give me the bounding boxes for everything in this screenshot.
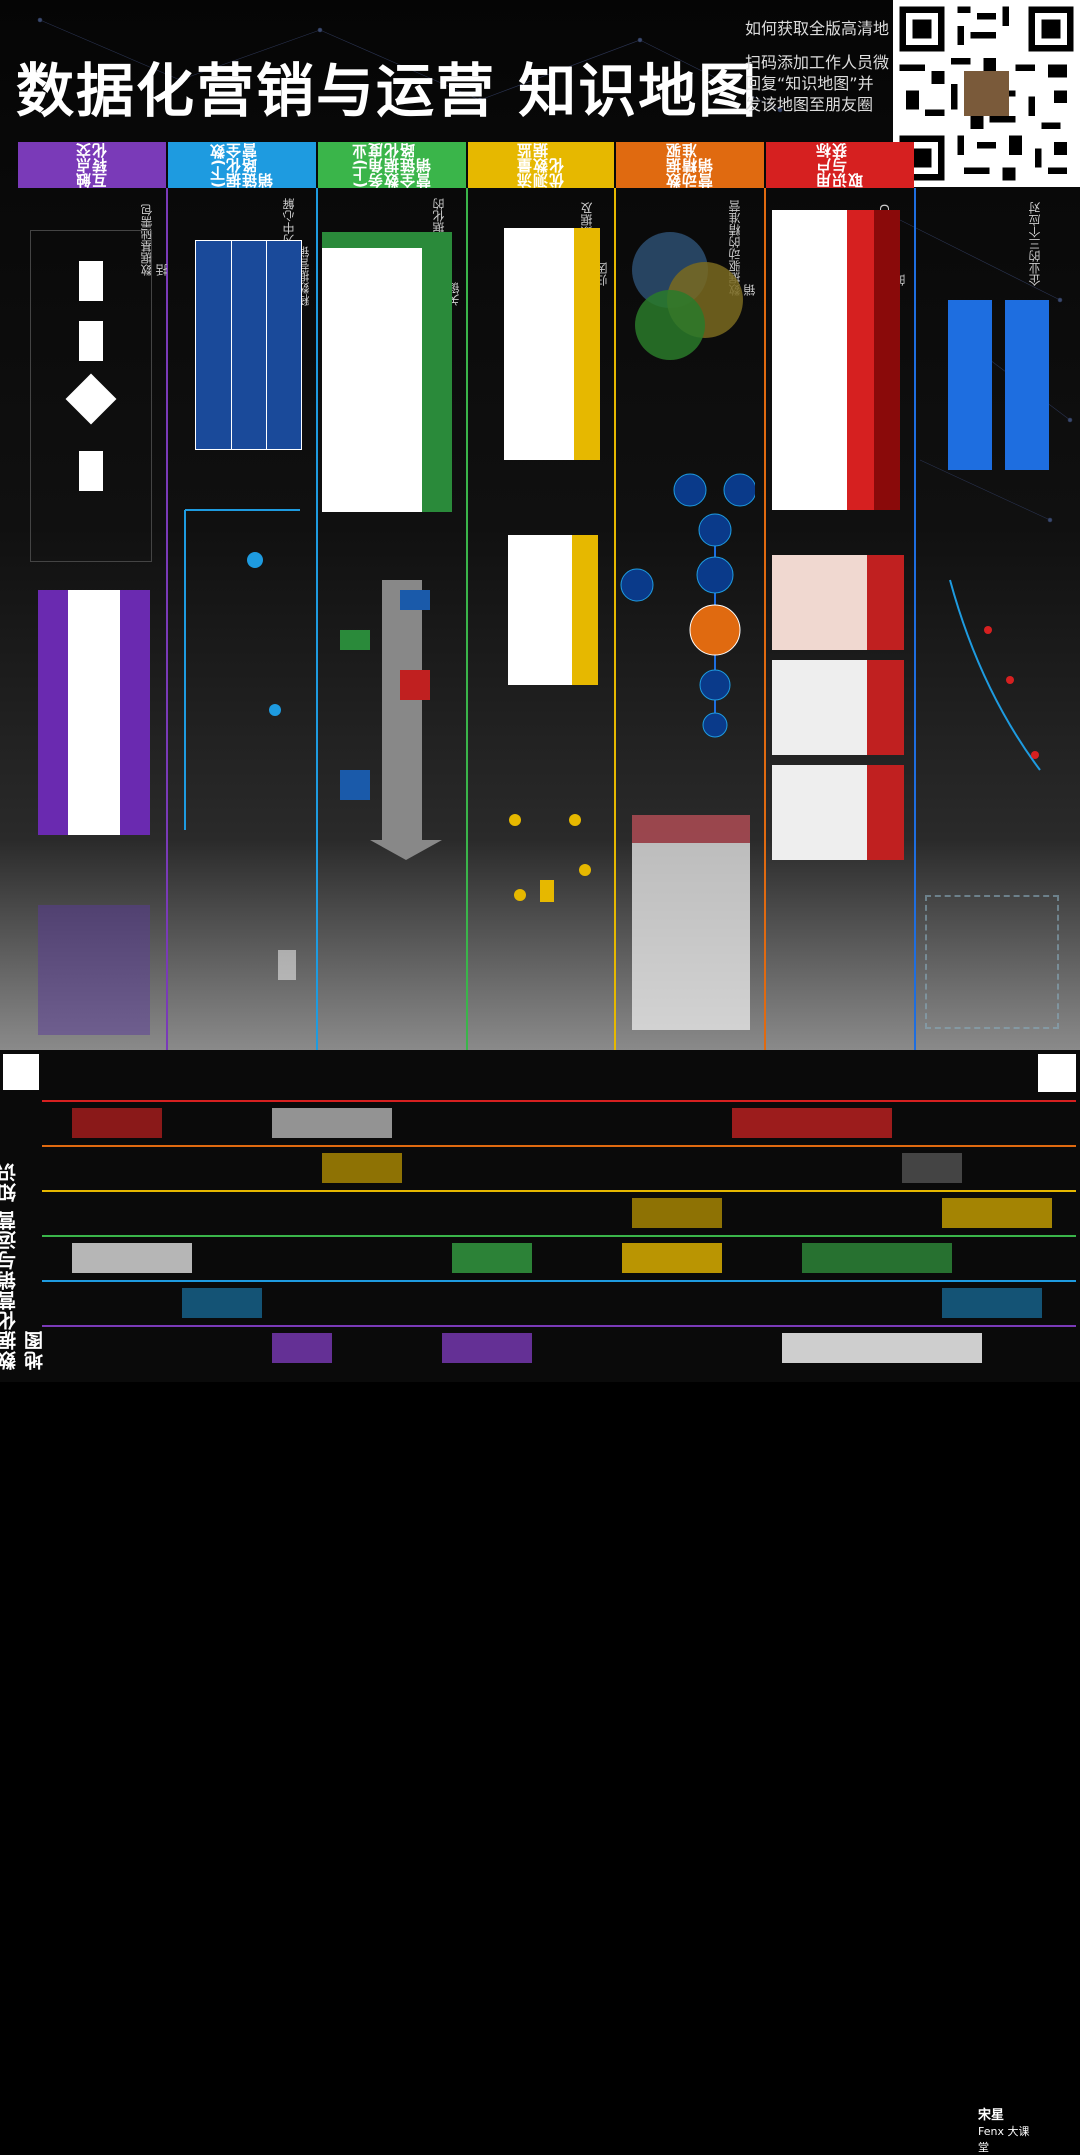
column-divider bbox=[166, 188, 168, 1050]
table-header bbox=[322, 232, 452, 248]
column-header-traffic: 流量监测数据优化 bbox=[468, 142, 614, 188]
table-header bbox=[572, 535, 598, 685]
notice-line-3: 回复“知识地图”并 bbox=[745, 74, 874, 93]
flow-node bbox=[79, 451, 103, 491]
thumbnail bbox=[442, 1333, 532, 1363]
column-divider bbox=[316, 188, 318, 1050]
business-table bbox=[322, 232, 452, 512]
flow-node bbox=[79, 321, 103, 361]
thumbnail bbox=[272, 1333, 332, 1363]
faded-table bbox=[38, 905, 150, 1035]
ecosystem-card bbox=[1005, 300, 1049, 470]
column-note: 企业的三个应对 bbox=[1028, 202, 1042, 286]
thumbnail bbox=[622, 1243, 722, 1273]
ecosystem-card bbox=[948, 300, 992, 470]
table-header bbox=[422, 232, 452, 512]
thumbnail-row bbox=[42, 1145, 1076, 1189]
thumbnail bbox=[942, 1198, 1052, 1228]
divider bbox=[231, 241, 232, 449]
column-header-fullchain-upper: (上)业务角度数据化全链路营销 bbox=[318, 142, 466, 188]
thumbnail-row bbox=[42, 1100, 1076, 1144]
qr-code-icon bbox=[893, 0, 1080, 187]
table-header bbox=[574, 228, 600, 460]
unionid-description bbox=[772, 660, 867, 755]
column-divider bbox=[614, 188, 616, 1050]
thumbnail-row bbox=[42, 1235, 1076, 1279]
thumbnail-overview: 宋星 Fenx 大课堂 数据化营销与运营 知识地图 bbox=[0, 1050, 1080, 2154]
thumbnail bbox=[452, 1243, 532, 1273]
timeline-diagram bbox=[184, 509, 300, 830]
trading-desk-table bbox=[632, 815, 750, 1030]
flow-node bbox=[79, 261, 103, 301]
notice-line-4: 发该地图至朋友圈 bbox=[745, 95, 874, 114]
thumbnail-row bbox=[42, 1325, 1076, 1369]
qr-instructions: 如何获取全版高清地 扫码添加工作人员微 回复“知识地图”并 发该地图至朋友圈 bbox=[745, 18, 910, 115]
id-comparison-cards bbox=[772, 555, 904, 860]
page-title: 数据化营销与运营 知识地图 bbox=[16, 57, 759, 125]
utm-table bbox=[508, 535, 598, 685]
thumbnail-row bbox=[42, 1280, 1076, 1324]
column-header-touchpoint: 触点交互转化 bbox=[18, 142, 166, 188]
notice-line-1: 如何获取全版高清地 bbox=[745, 19, 890, 38]
app-attribution-diagram bbox=[509, 814, 591, 902]
thumbnail bbox=[942, 1288, 1042, 1318]
adtech-ecosystem-diagram bbox=[620, 473, 755, 738]
qr-code-small-right[interactable] bbox=[1038, 1054, 1076, 1092]
network-background-graphic bbox=[37, 17, 1073, 523]
decision-node bbox=[65, 373, 117, 425]
side-title: 数据化营销与运营 知识地图 bbox=[0, 1162, 46, 1370]
thumbnail bbox=[182, 1288, 262, 1318]
venn-diagram bbox=[632, 232, 743, 360]
column-header-fullchain-lower: (下)数据化全链路营销 bbox=[168, 142, 316, 188]
column-header-user-id: 用户标识与获取 bbox=[766, 142, 914, 188]
column-divider bbox=[466, 188, 468, 1050]
qr-code[interactable] bbox=[893, 0, 1080, 187]
userid-description bbox=[772, 765, 867, 860]
matrix-table bbox=[195, 240, 302, 450]
notice-line-2: 扫码添加工作人员微 bbox=[745, 53, 890, 72]
table-header bbox=[847, 210, 874, 510]
brand-name: 宋星 bbox=[978, 2108, 1005, 2123]
flow-diagram bbox=[30, 230, 152, 562]
brand-sub: Fenx 大课堂 bbox=[978, 2125, 1030, 2154]
thumbnail bbox=[632, 1198, 722, 1228]
thumbnail bbox=[72, 1108, 162, 1138]
funnel-diagram bbox=[340, 580, 442, 860]
thumbnail-row bbox=[42, 1190, 1076, 1234]
trend-curve bbox=[949, 579, 1041, 771]
table-header bbox=[38, 590, 68, 835]
id-type-table bbox=[772, 210, 900, 510]
userid-card bbox=[867, 765, 904, 860]
thumbnail bbox=[272, 1108, 392, 1138]
info-table bbox=[38, 590, 150, 835]
column-divider bbox=[914, 188, 916, 1050]
faded-box bbox=[278, 950, 296, 980]
divider bbox=[266, 241, 267, 449]
column-divider bbox=[764, 188, 766, 1050]
table-header bbox=[120, 590, 150, 835]
faded-box bbox=[925, 895, 1059, 1029]
thumbnail bbox=[72, 1243, 192, 1273]
thumbnail bbox=[902, 1153, 962, 1183]
thumbnail bbox=[322, 1153, 402, 1183]
unionid-card bbox=[867, 660, 904, 755]
brand-logo: 宋星 Fenx 大课堂 bbox=[978, 2104, 1034, 2154]
thumbnail bbox=[802, 1243, 952, 1273]
thumbnail bbox=[782, 1333, 982, 1363]
openid-card bbox=[867, 555, 904, 650]
table-header bbox=[874, 210, 900, 510]
tool-table bbox=[504, 228, 600, 460]
qr-code-small-left[interactable] bbox=[3, 1054, 39, 1090]
table-header bbox=[632, 815, 750, 843]
column-header-precision: 数据驱动精准营销 bbox=[616, 142, 764, 188]
openid-description bbox=[772, 555, 867, 650]
thumbnail bbox=[732, 1108, 892, 1138]
